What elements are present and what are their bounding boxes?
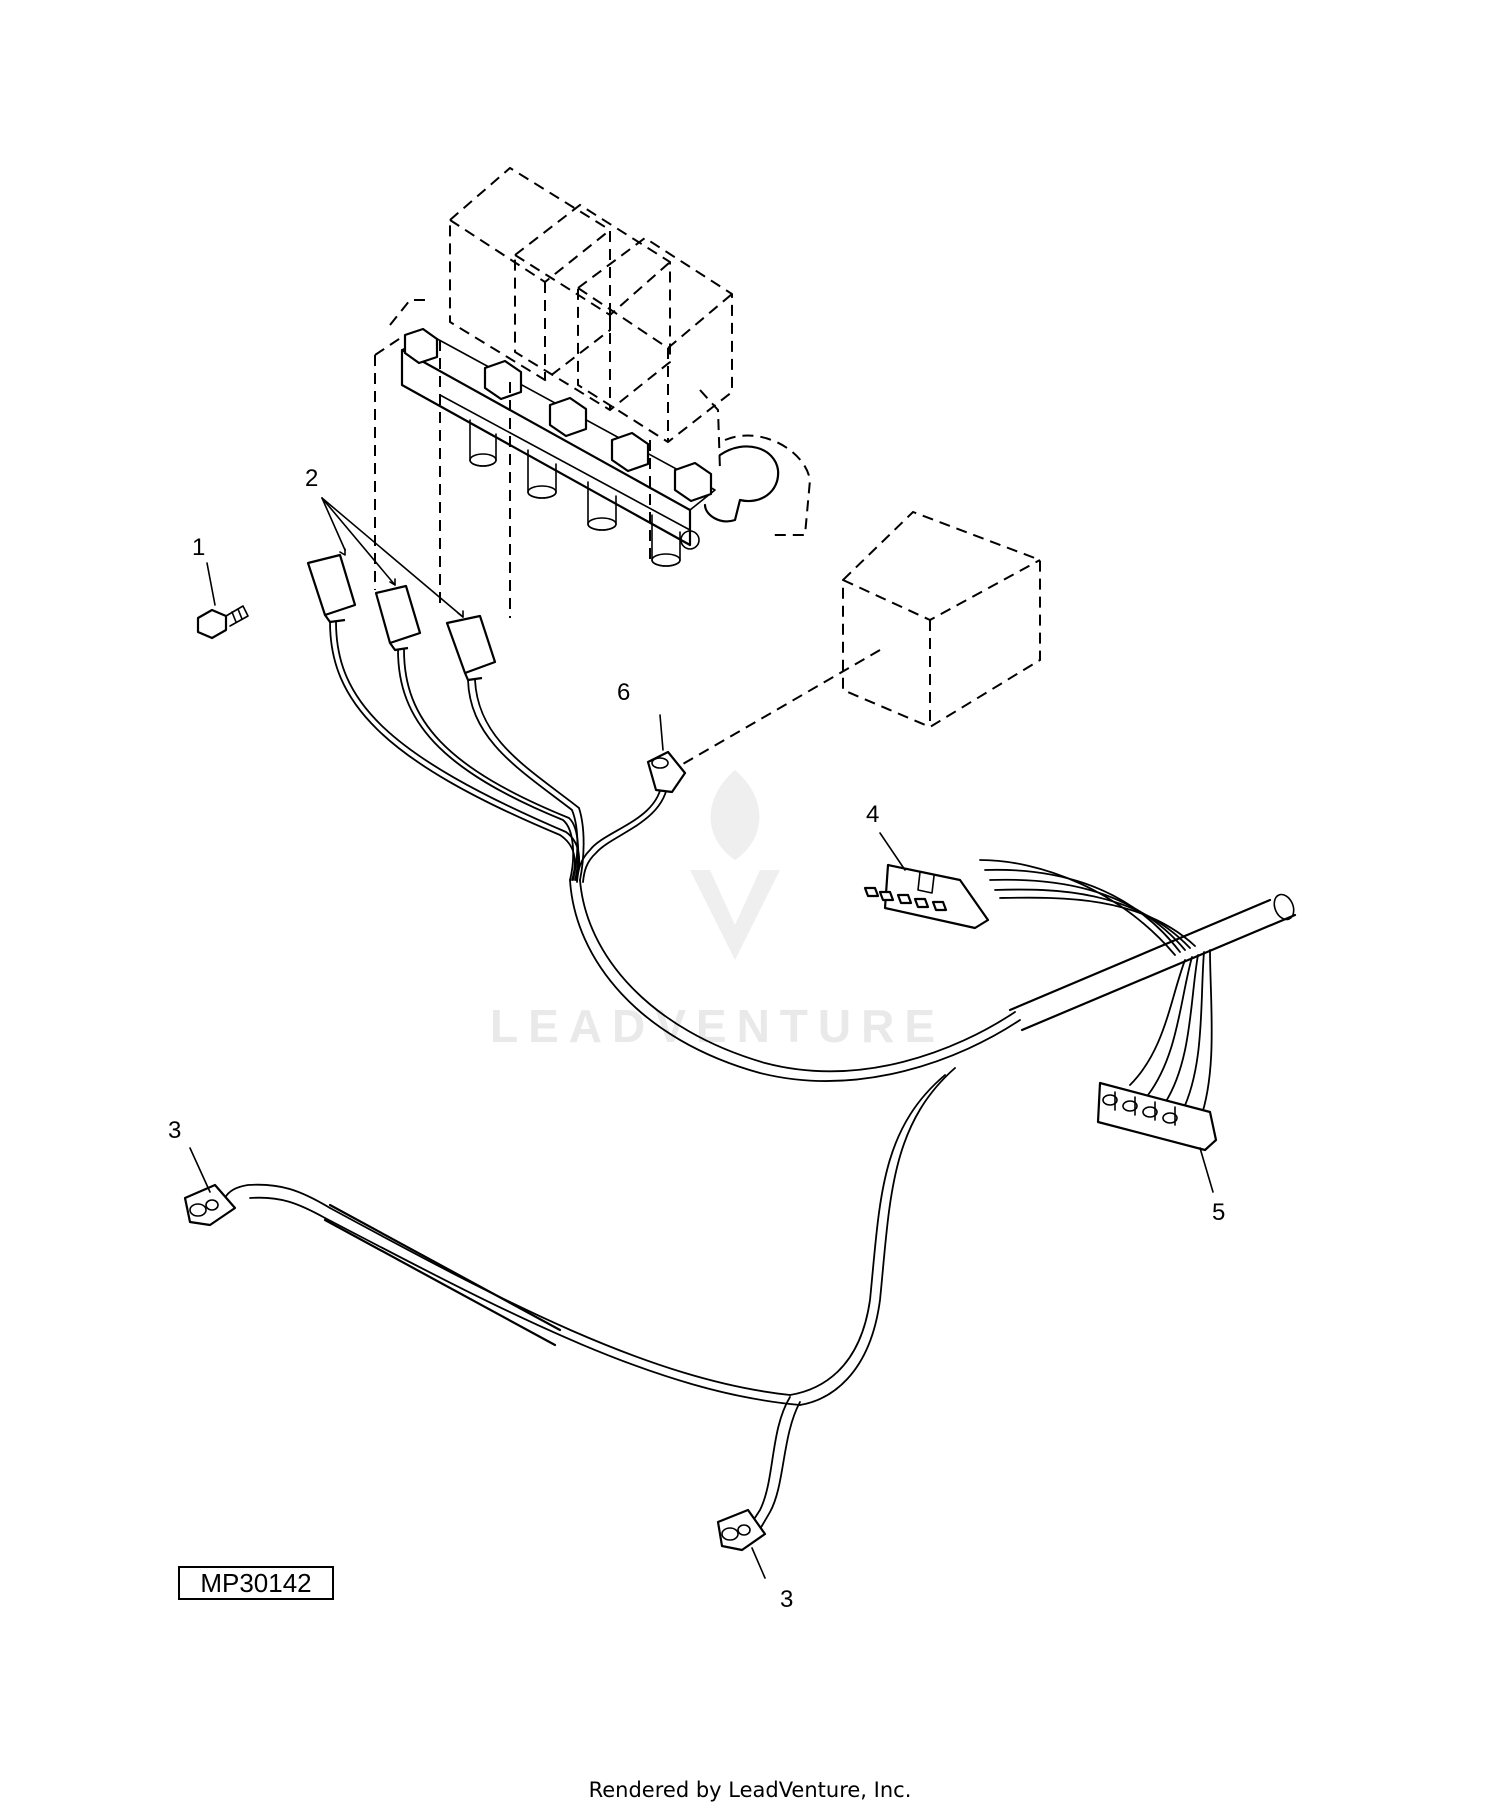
render-credit: Rendered by LeadVenture, Inc.: [588, 1778, 912, 1802]
branch-sleeve: [323, 1203, 562, 1347]
solenoid-connector-3: [445, 614, 497, 682]
bolt: [196, 605, 249, 640]
coil-outline-2: [514, 203, 671, 412]
coil-outline-1: [449, 166, 611, 382]
watermark-text: LEADVENTURE: [490, 1000, 945, 1052]
solenoid-connectors: [306, 553, 497, 682]
connector-5: [1096, 1081, 1218, 1152]
solenoid-connector-1: [306, 553, 357, 624]
elbow-fitting: [703, 445, 780, 523]
manifold-lower: [439, 394, 691, 531]
callout-5: 5: [1212, 1199, 1225, 1226]
wiring-harness: [224, 621, 1297, 1539]
callout-6: 6: [617, 679, 630, 706]
hex-nut-4: [610, 431, 650, 473]
leader-lines: [189, 497, 1214, 1579]
valve-stem-outline: [389, 299, 721, 560]
elbow-dash: [724, 434, 812, 536]
connector-3-lower: [716, 1508, 767, 1552]
coil-outline-3: [577, 236, 733, 444]
solenoid-valve-block: [389, 166, 812, 567]
hex-nut-3: [548, 396, 588, 438]
callout-3-lower: 3: [780, 1586, 793, 1613]
callout-1: 1: [192, 534, 205, 561]
callout-3-upper: 3: [168, 1117, 181, 1144]
solenoid-connector-2: [374, 584, 422, 652]
alignment-lines: [374, 334, 511, 618]
connector-3-upper: [183, 1183, 237, 1227]
hex-nut-1: [403, 327, 439, 365]
figure-code: MP30142: [178, 1566, 334, 1600]
connector-6: [646, 750, 687, 794]
outlet-ports: [469, 419, 681, 567]
small-nut: [680, 530, 700, 550]
callout-2: 2: [305, 465, 318, 492]
component-guide-line: [675, 649, 881, 769]
watermark-flame-icon: [710, 770, 760, 860]
watermark-v-icon: [690, 870, 780, 960]
callout-4: 4: [866, 801, 879, 828]
harness-sleeve: [1008, 898, 1297, 1032]
hex-nut-5: [673, 461, 713, 503]
hex-nut-2: [483, 359, 523, 401]
manifold-body: [400, 348, 692, 547]
connector-4: [863, 863, 990, 930]
component-box: [675, 510, 1041, 769]
